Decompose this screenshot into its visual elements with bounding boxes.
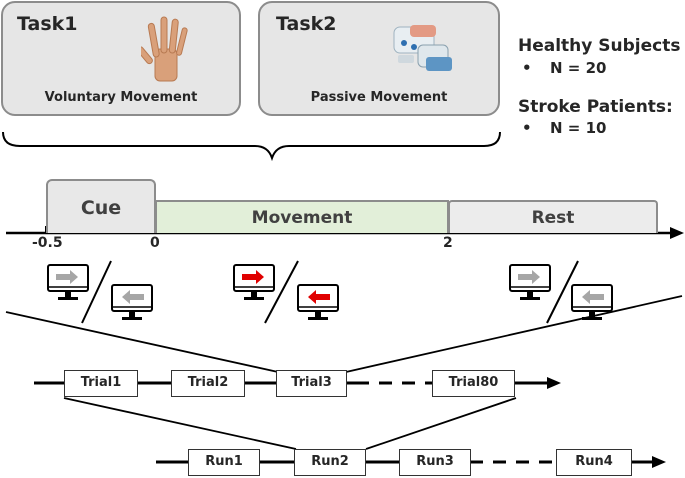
hand-icon — [141, 13, 191, 83]
monitor-right-gray-rest-icon — [508, 263, 552, 303]
trial-box-3: Trial3 — [276, 370, 347, 397]
monitor-right-red-icon — [232, 263, 276, 303]
task1-title: Task1 — [17, 13, 78, 35]
task1-box: Task1 Voluntary Movement — [1, 1, 241, 116]
run-arrowhead — [652, 456, 666, 468]
slash-1 — [81, 260, 112, 324]
phase-cue: Cue — [46, 179, 156, 233]
zoom-line-run-left — [63, 397, 297, 450]
monitor-left-gray-rest-icon — [570, 283, 614, 323]
run-box-1: Run1 — [188, 449, 260, 476]
trial-box-2: Trial2 — [171, 370, 245, 397]
monitor-right-gray-icon — [46, 263, 90, 303]
healthy-subjects-title: Healthy Subjects — [518, 36, 681, 56]
monitor-left-red-icon — [296, 283, 340, 323]
task1-subtitle: Voluntary Movement — [44, 90, 198, 105]
task-brace — [2, 131, 501, 162]
run-box-3: Run3 — [399, 449, 471, 476]
trial-box-80: Trial80 — [432, 370, 515, 397]
phase-movement: Movement — [155, 200, 449, 233]
stroke-patients-title: Stroke Patients: — [518, 97, 673, 117]
run-box-2: Run2 — [294, 449, 366, 476]
phase-rest: Rest — [448, 200, 658, 233]
tick-label-0: 0 — [150, 235, 160, 251]
task2-box: Task2 Passive Movement — [258, 1, 500, 116]
zoom-line-run-right — [365, 397, 517, 450]
task2-subtitle: Passive Movement — [310, 90, 448, 105]
healthy-count: N = 20 — [550, 59, 607, 77]
tick-label-neg05: -0.5 — [32, 235, 63, 251]
timeline-arrowhead — [670, 227, 684, 239]
zoom-line-left — [5, 311, 279, 373]
run-box-4: Run4 — [556, 449, 632, 476]
task2-title: Task2 — [276, 13, 337, 35]
stroke-count: N = 10 — [550, 119, 607, 137]
zoom-line-right — [345, 295, 683, 373]
slash-3 — [546, 260, 579, 324]
trial-box-1: Trial1 — [64, 370, 138, 397]
monitor-left-gray-icon — [110, 283, 154, 323]
robotic-glove-icon — [390, 21, 456, 77]
tick-label-2: 2 — [443, 235, 453, 251]
slash-2 — [264, 260, 299, 324]
healthy-bullet: • — [522, 59, 532, 77]
stroke-bullet: • — [522, 119, 532, 137]
trial-arrowhead — [547, 377, 561, 389]
